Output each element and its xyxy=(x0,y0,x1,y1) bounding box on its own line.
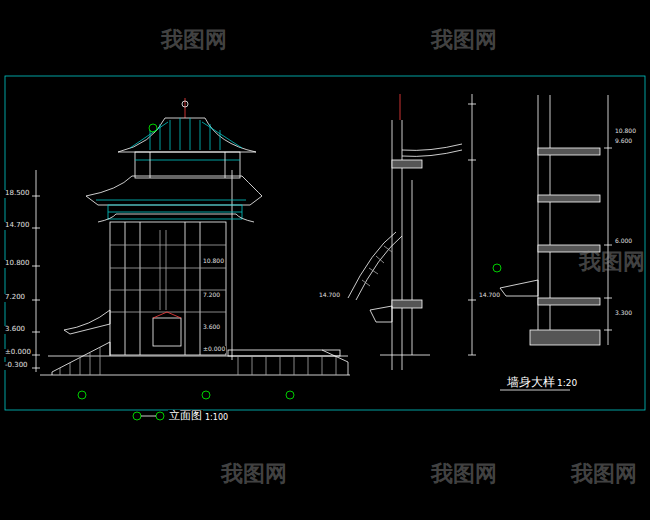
drawing-title: 墙身大样 xyxy=(506,376,556,389)
dimension-text: 7.200 xyxy=(4,294,26,302)
pavilion-elevation xyxy=(40,98,350,375)
dimension-text: 14.700 xyxy=(318,292,341,299)
dimension-text: 3.600 xyxy=(4,326,26,334)
dimension-text: 14.700 xyxy=(4,222,31,230)
sheet-frame xyxy=(5,76,645,410)
dimension-text: 3.300 xyxy=(614,310,633,317)
watermark: 我图网 xyxy=(570,462,638,486)
dimension-text: 3.600 xyxy=(202,324,221,331)
watermark: 我图网 xyxy=(220,462,288,486)
dimension-text: -0.300 xyxy=(4,362,29,370)
dimension-text: 10.800 xyxy=(614,128,637,135)
dimension-text: 14.700 xyxy=(478,292,501,299)
dimension-text: 9.600 xyxy=(614,138,633,145)
dimension-text: ±0.000 xyxy=(4,349,32,357)
drawing-title: 立面图 xyxy=(168,410,203,422)
axis-bubble xyxy=(78,124,501,420)
wall-section xyxy=(348,94,476,370)
drawing-scale: 1:100 xyxy=(204,414,229,423)
drawing-scale: 1:20 xyxy=(556,379,578,389)
dimension-text: ±0.000 xyxy=(202,346,226,353)
dimension-text: 6.000 xyxy=(614,238,633,245)
watermark: 我图网 xyxy=(430,28,498,52)
watermark: 我图网 xyxy=(430,462,498,486)
dimension-text: 18.500 xyxy=(4,190,31,198)
watermark: 我图网 xyxy=(578,250,646,274)
dimension-text: 10.800 xyxy=(4,260,31,268)
watermark: 我图网 xyxy=(160,28,228,52)
wall-detail xyxy=(500,95,612,390)
dimension-text: 7.200 xyxy=(202,292,221,299)
dimension-text: 10.800 xyxy=(202,258,225,265)
